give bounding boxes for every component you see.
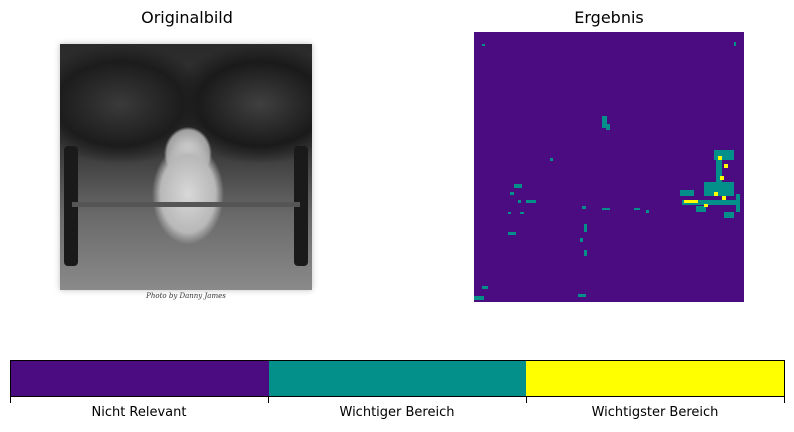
photo-content [60,44,312,290]
colorbar-segment-important [268,361,527,396]
result-heatmap [474,32,744,302]
colorbar-label-not-relevant: Nicht Relevant [91,405,187,420]
colorbar-tick [268,397,269,403]
colorbar-tick [784,397,785,403]
result-map [474,32,744,302]
most-important-regions [684,156,728,207]
barbell [72,202,300,207]
colorbar-label-most-important: Wichtigster Bereich [591,405,719,420]
colorbar-ticks [10,397,785,403]
colorbar-label-important: Wichtiger Bereich [339,405,455,420]
colorbar [10,360,785,397]
result-background [474,32,744,302]
colorbar-tick [10,397,11,403]
colorbar-segment-most-important [526,361,785,396]
original-image-title: Originalbild [141,8,233,27]
weight-plate-left [64,146,78,266]
important-regions [474,42,740,300]
photo-caption: Photo by Danny James [146,292,226,300]
colorbar-segment-not-relevant [11,361,269,396]
weight-plate-right [294,146,308,266]
original-image: Photo by Danny James [58,44,314,306]
result-title: Ergebnis [574,8,644,27]
colorbar-tick [526,397,527,403]
